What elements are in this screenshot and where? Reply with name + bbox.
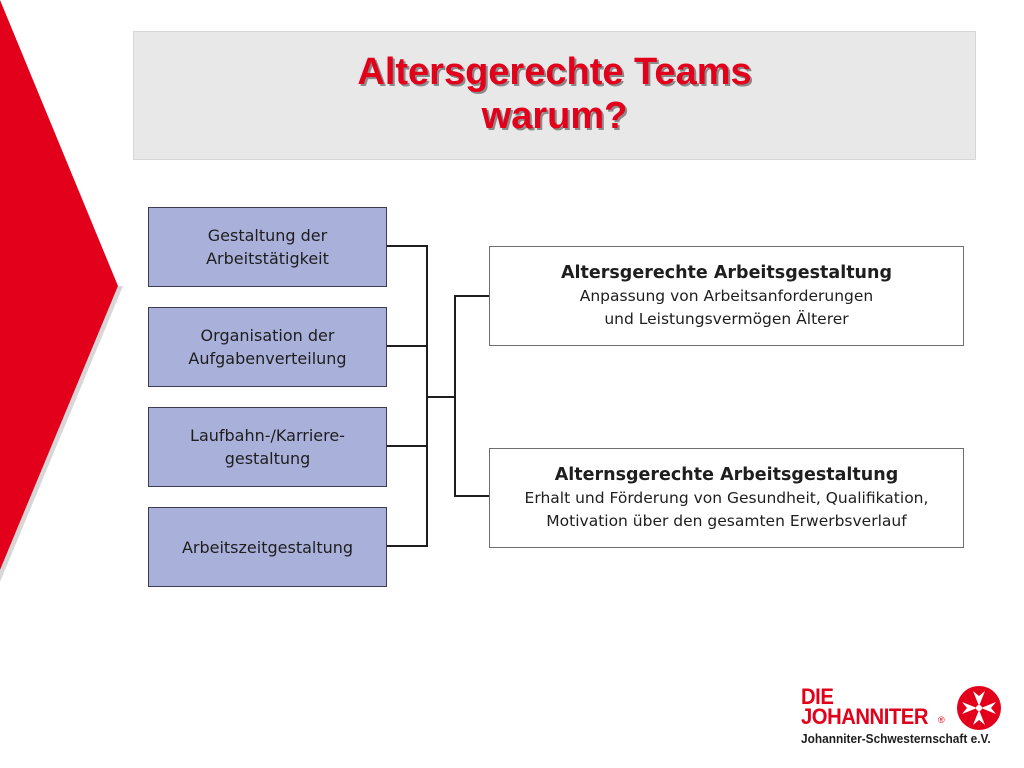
title-line-1: Altersgerechte Teams <box>357 50 752 93</box>
logo-text-die: DIE <box>801 684 834 709</box>
outcome-title: Altersgerechte Arbeitsgestaltung <box>560 263 893 283</box>
logo-text-johanniter: JOHANNITER <box>801 704 928 729</box>
maltese-cross-icon <box>957 686 1001 730</box>
factor-box-arbeitstaetigkeit: Gestaltung der Arbeitstätigkeit <box>148 207 387 287</box>
registered-mark: ® <box>938 715 945 725</box>
factor-box-laufbahn: Laufbahn-/Karriere- gestaltung <box>148 407 387 487</box>
logo-subline: Johanniter-Schwesternschaft e.V. <box>801 732 991 746</box>
outcome-box-alternsgerecht: Alternsgerechte Arbeitsgestaltung Erhalt… <box>489 448 964 548</box>
factor-box-aufgabenverteilung: Organisation der Aufgabenverteilung <box>148 307 387 387</box>
factor-box-arbeitszeit: Arbeitszeitgestaltung <box>148 507 387 587</box>
outcome-description: Erhalt und Förderung von Gesundheit, Qua… <box>524 489 929 530</box>
outcome-box-altersgerecht: Altersgerechte Arbeitsgestaltung Anpassu… <box>489 246 964 346</box>
johanniter-logo: DIE JOHANNITER ® Johanniter-Schwesternsc… <box>798 684 1010 754</box>
red-arrow-decoration <box>0 0 123 582</box>
outcome-title: Alternsgerechte Arbeitsgestaltung <box>554 465 899 485</box>
title-banner: Altersgerechte Teams warum? <box>133 31 976 160</box>
title-line-2: warum? <box>481 94 628 137</box>
outcome-description: Anpassung von Arbeitsanforderungen und L… <box>579 287 874 328</box>
